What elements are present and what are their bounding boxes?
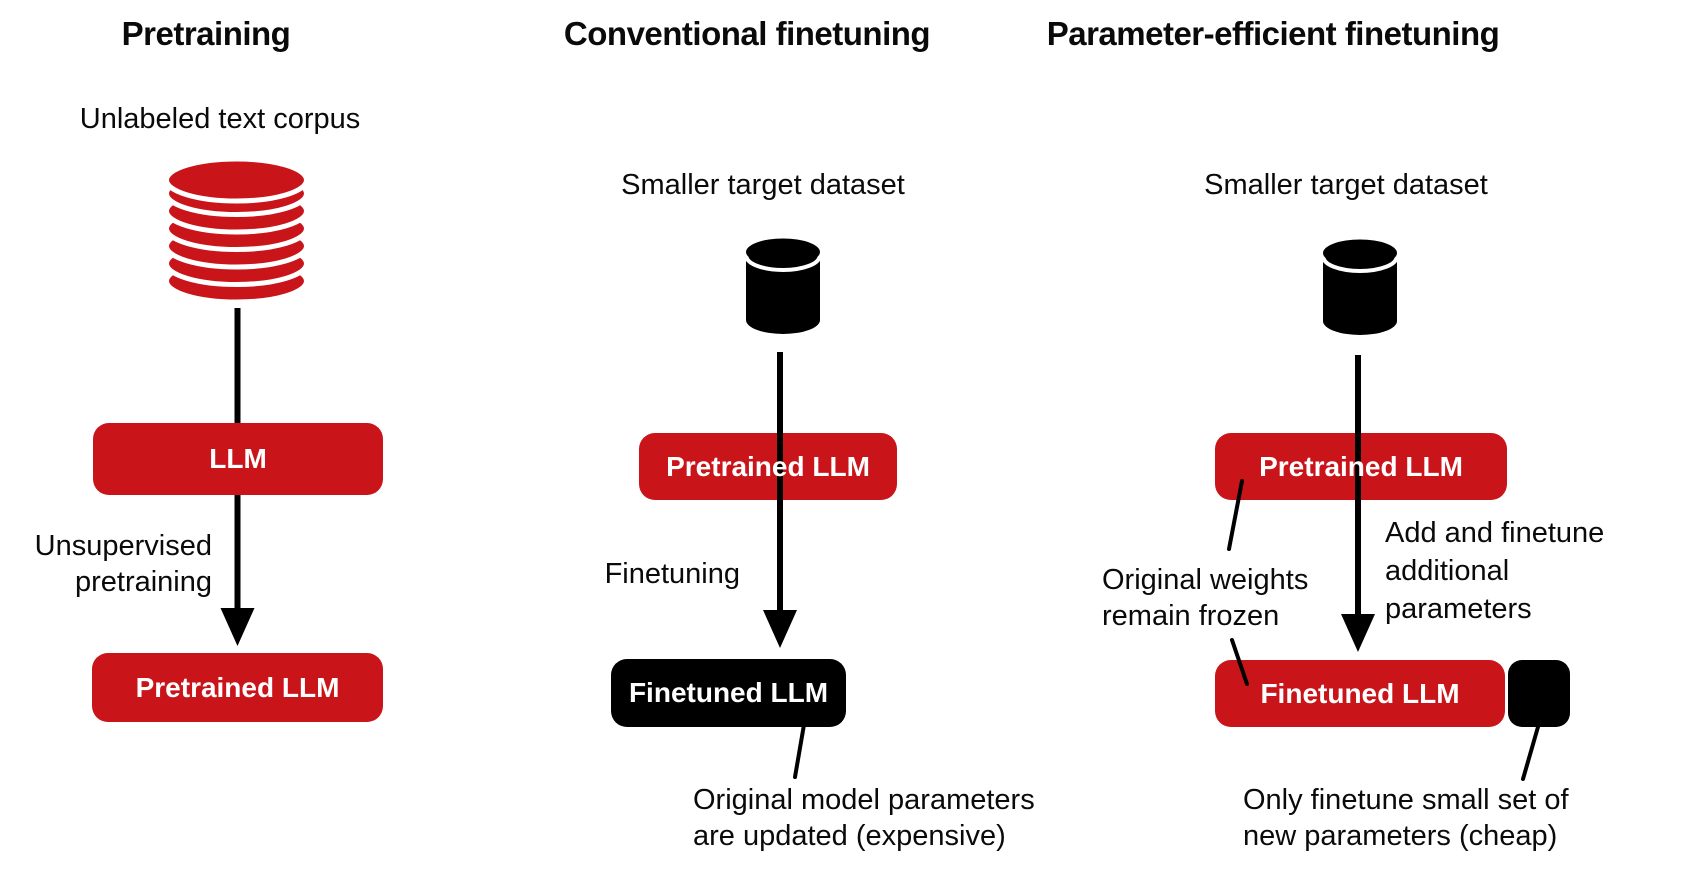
finetuned-llm-box-peft: Finetuned LLM xyxy=(1215,660,1505,727)
pretrained-llm-box-peft: Pretrained LLM xyxy=(1215,433,1507,500)
finetuned-llm-box-conventional-label: Finetuned LLM xyxy=(628,677,829,708)
llm-box-label: LLM xyxy=(209,443,267,474)
finetuning-arrow-peft xyxy=(1341,355,1375,652)
pretrained-llm-box-conventional: Pretrained LLM xyxy=(639,433,897,500)
finetuned-llm-box-conventional: Finetuned LLM xyxy=(611,659,846,727)
pretrained-llm-box-left-label: Pretrained LLM xyxy=(135,671,340,703)
frozen-weights-note: Original weights remain frozen xyxy=(1102,564,1309,632)
new-params-box xyxy=(1508,660,1570,727)
unsupervised-pretraining-label: Unsupervised pretraining xyxy=(34,530,212,598)
llm-box: LLM xyxy=(93,423,383,495)
dataset-label-peft: Smaller target dataset xyxy=(1204,169,1488,201)
updated-params-note: Original model parameters are updated (e… xyxy=(693,784,1035,852)
column-title-pretraining: Pretraining xyxy=(121,15,291,52)
pretrained-llm-box-peft-label: Pretrained LLM xyxy=(1259,450,1463,482)
add-params-note: Add and finetune additional parameters xyxy=(1385,517,1605,625)
finetuning-label: Finetuning xyxy=(604,558,740,590)
column-title-conventional: Conventional finetuning xyxy=(563,15,931,52)
pretrained-llm-box-conventional-label: Pretrained LLM xyxy=(666,450,870,482)
dataset-label-conventional: Smaller target dataset xyxy=(621,169,905,201)
pretrained-llm-box-left: Pretrained LLM xyxy=(92,653,383,722)
cheap-params-note: Only finetune small set of new parameter… xyxy=(1243,784,1569,852)
finetuned-llm-box-peft-label: Finetuned LLM xyxy=(1260,677,1460,709)
database-stack-icon xyxy=(164,156,309,305)
unlabeled-corpus-label: Unlabeled text corpus xyxy=(79,103,361,135)
finetuning-arrow-conventional xyxy=(763,352,797,648)
dataset-cylinder-icon-conventional xyxy=(745,238,821,334)
dataset-cylinder-icon-peft xyxy=(1322,239,1398,335)
column-title-peft: Parameter-efficient finetuning xyxy=(1046,15,1500,52)
